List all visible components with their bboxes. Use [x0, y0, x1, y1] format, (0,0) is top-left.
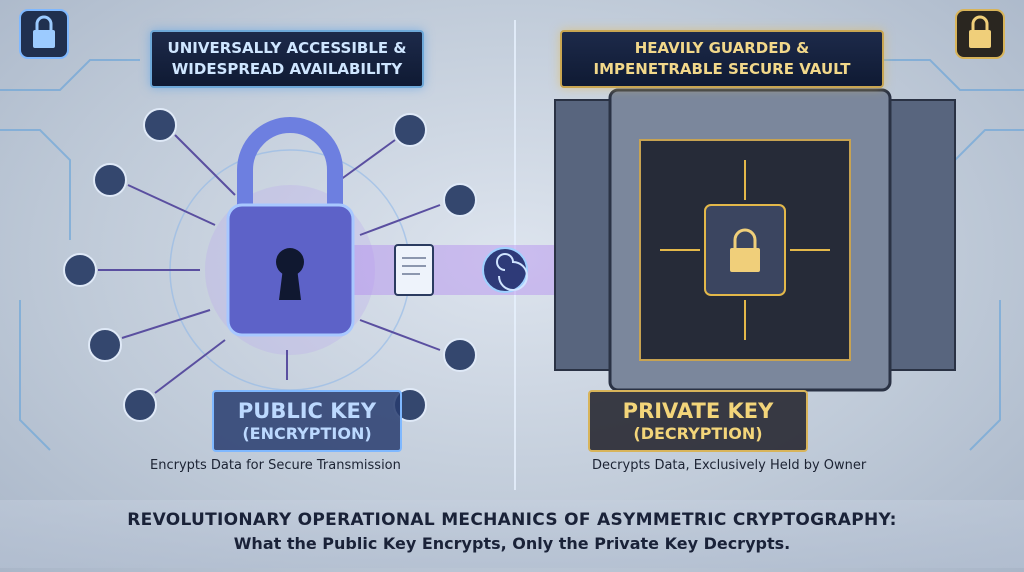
private-key-subtitle: (DECRYPTION) — [633, 424, 763, 443]
private-key-title: PRIVATE KEY — [622, 399, 774, 423]
arrows — [98, 134, 441, 394]
circuit-lines — [0, 59, 1024, 451]
secure-vault — [554, 88, 956, 392]
swirl-icon — [482, 247, 528, 293]
banner-line: IMPENETRABLE SECURE VAULT — [593, 60, 851, 78]
public-key-subtitle: (ENCRYPTION) — [242, 424, 372, 443]
private-key-caption: Decrypts Data, Exclusively Held by Owner — [592, 458, 867, 473]
public-key-label: PUBLIC KEY (ENCRYPTION) — [212, 390, 402, 452]
document-icon — [394, 244, 434, 296]
secure-vault-banner: HEAVILY GUARDED & IMPENETRABLE SECURE VA… — [560, 30, 884, 88]
public-padlock-icon — [226, 117, 355, 337]
corner-padlock-right-icon — [955, 9, 1005, 59]
private-key-label: PRIVATE KEY (DECRYPTION) — [588, 390, 808, 452]
public-key-caption: Encrypts Data for Secure Transmission — [150, 458, 401, 473]
footer: REVOLUTIONARY OPERATIONAL MECHANICS OF A… — [0, 500, 1024, 568]
banner-line: UNIVERSALLY ACCESSIBLE & — [167, 39, 407, 57]
public-key-title: PUBLIC KEY — [237, 399, 377, 423]
device-nodes — [63, 108, 477, 422]
footer-headline: REVOLUTIONARY OPERATIONAL MECHANICS OF A… — [127, 510, 897, 530]
footer-subline: What the Public Key Encrypts, Only the P… — [233, 534, 791, 553]
banner-line: WIDESPREAD AVAILABILITY — [171, 60, 403, 78]
corner-padlock-left-icon — [19, 9, 69, 59]
banner-line: HEAVILY GUARDED & — [634, 39, 810, 57]
public-availability-banner: UNIVERSALLY ACCESSIBLE & WIDESPREAD AVAI… — [150, 30, 424, 88]
